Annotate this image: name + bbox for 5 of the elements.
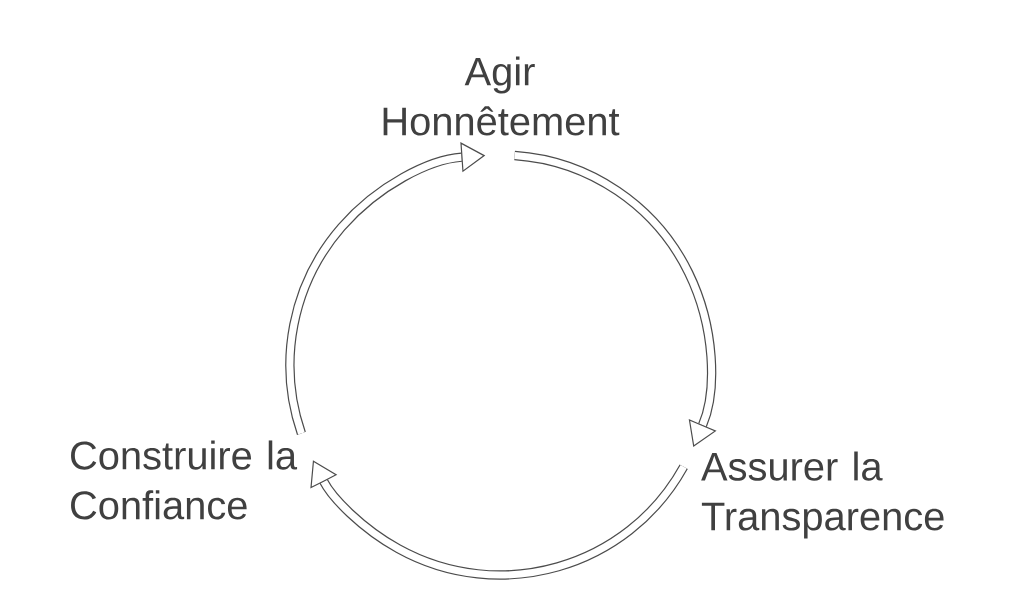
curved-arrow (514, 150, 717, 447)
step-label: Construire la Confiance (71, 440, 298, 520)
step-label: Assurer la Transparence (701, 451, 944, 539)
step-label: Agir Honnêtement (383, 56, 620, 136)
curved-arrow (310, 460, 688, 580)
